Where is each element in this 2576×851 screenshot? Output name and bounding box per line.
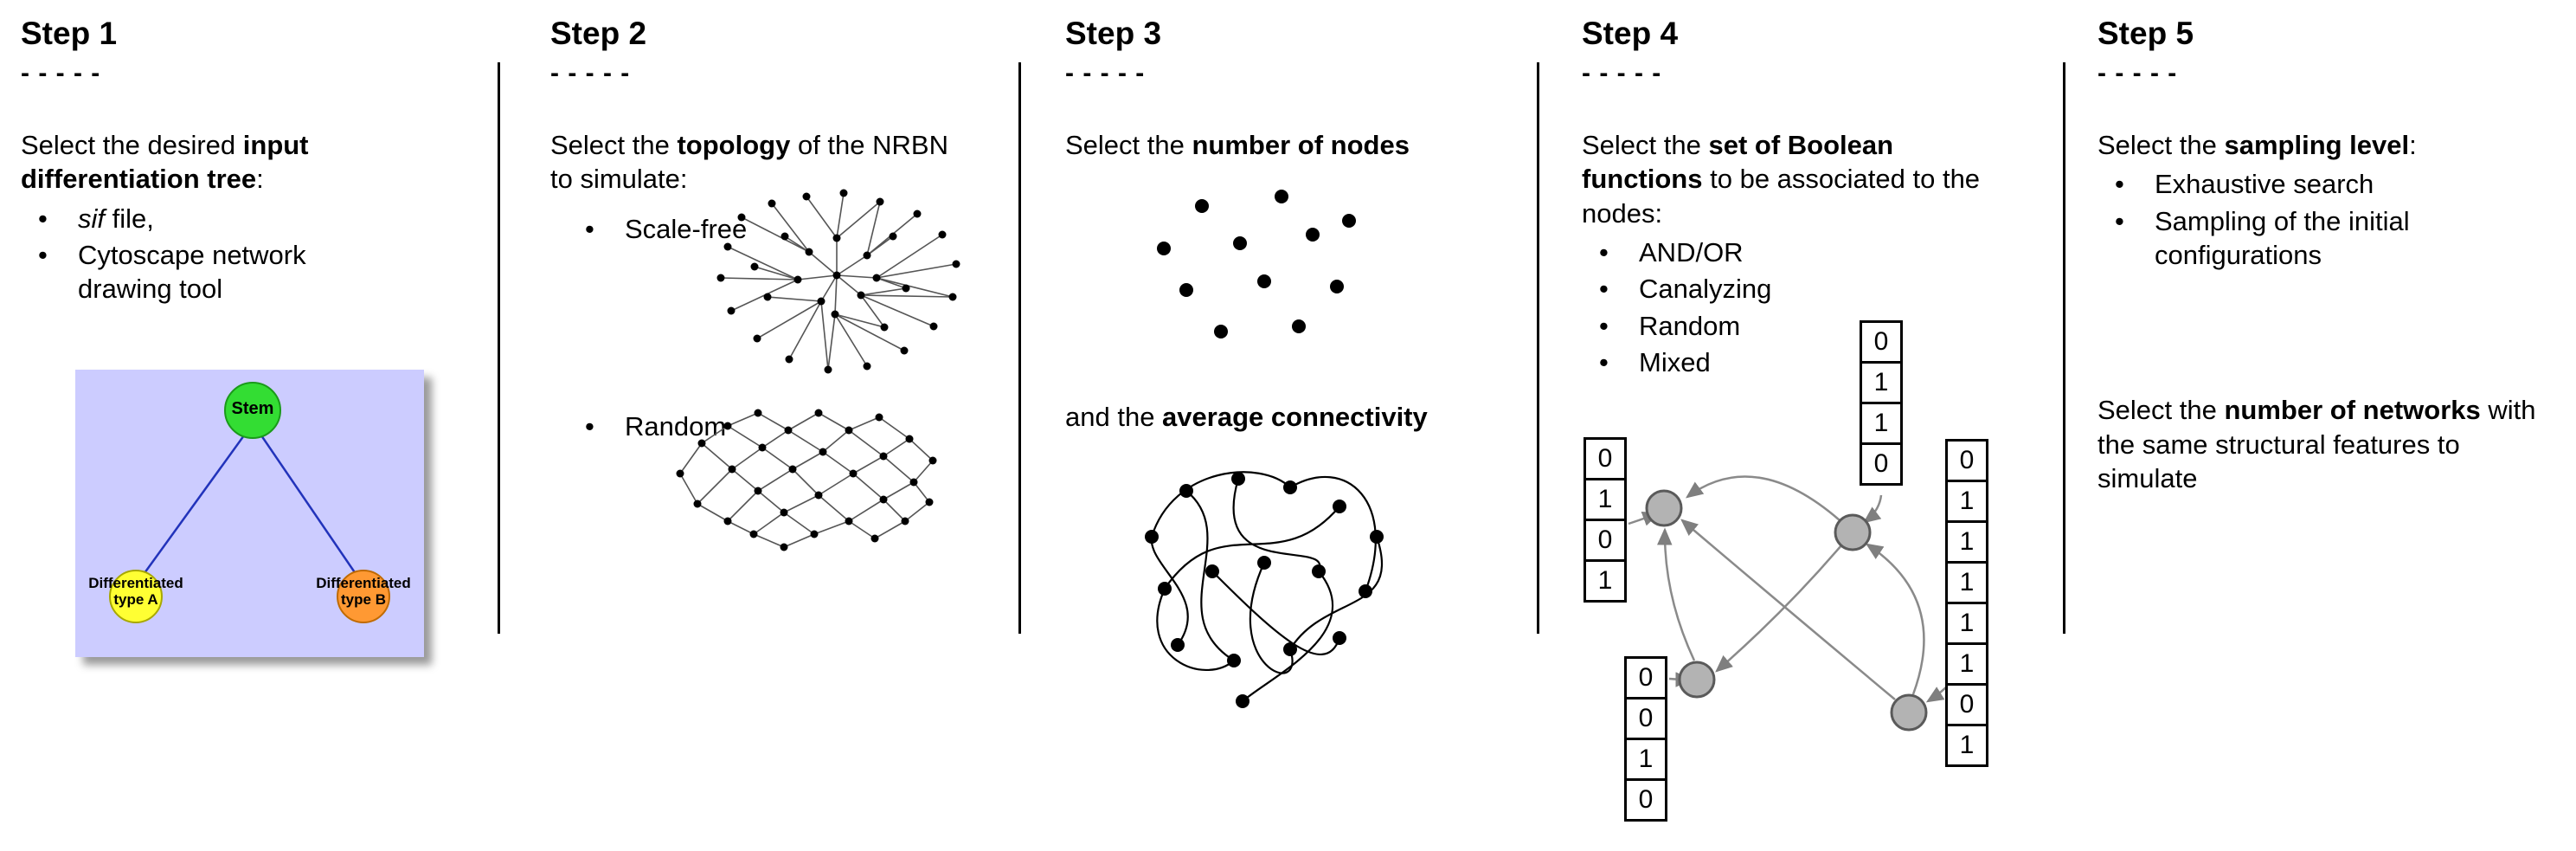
step-2-intro: Select the topology of the NRBN to simul… — [550, 130, 948, 195]
boolean-cell: 1 — [1945, 561, 1988, 604]
step-1-bullet-list: sif file, Cytoscape network drawing tool — [21, 202, 479, 306]
differentiation-tree-graphic — [109, 382, 390, 623]
network-node — [1678, 661, 1716, 699]
type-a-node — [109, 570, 163, 623]
step-4-dashes: - - - - - — [1582, 59, 1662, 87]
step-3-column: Step 3 - - - - - Select the number of no… — [1065, 0, 1515, 851]
list-item-sif-file: sif file, — [21, 202, 479, 235]
step-5-bullet-list: Exhaustive search Sampling of the initia… — [2097, 167, 2569, 272]
column-divider — [1018, 62, 1021, 634]
stem-node — [224, 382, 281, 439]
step-2-title: Step 2 — [550, 16, 647, 51]
step-4-bullet-list: AND/OR Canalyzing Random Mixed — [1582, 235, 2053, 379]
boolean-cell: 1 — [1584, 559, 1627, 603]
network-node — [1834, 513, 1872, 551]
random-network-graph — [676, 409, 937, 551]
step-5-column: Step 5 - - - - - Select the sampling lev… — [2097, 0, 2569, 851]
step-2-dashes: - - - - - — [550, 59, 631, 87]
stem-node-label: Stem — [231, 399, 274, 418]
differentiation-tree-panel: Stem Differentiated type A Differentiate… — [75, 370, 424, 657]
type-b-node-label: Differentiated type B — [316, 575, 411, 609]
step-4-column: Step 4 - - - - - Select the set of Boole… — [1582, 0, 2053, 851]
boolean-cell: 0 — [1624, 778, 1667, 822]
step-2-column: Step 2 - - - - - Select the topology of … — [550, 0, 996, 851]
tree-edge — [260, 435, 363, 583]
boolean-cell: 1 — [1945, 602, 1988, 645]
list-item-scale-free: Scale-free — [568, 212, 747, 246]
boolean-cell: 1 — [1945, 724, 1988, 767]
boolean-cell: 0 — [1860, 320, 1903, 364]
step-3-title: Step 3 — [1065, 16, 1162, 51]
boolean-cell: 0 — [1624, 697, 1667, 740]
network-arrow — [1715, 545, 1842, 673]
list-item-random: Random — [568, 409, 726, 443]
step-5-dashes: - - - - - — [2097, 59, 2178, 87]
scattered-nodes-graph — [1157, 190, 1356, 338]
column-divider — [1537, 62, 1539, 634]
type-a-node-label: Differentiated type A — [88, 575, 183, 609]
boolean-cell: 0 — [1584, 437, 1627, 480]
step-1-intro: Select the desired input differentiation… — [21, 130, 309, 195]
boolean-cell: 1 — [1945, 480, 1988, 523]
boolean-cell: 0 — [1860, 442, 1903, 486]
boolean-cell: 1 — [1624, 738, 1667, 781]
column-divider — [2063, 62, 2065, 634]
network-node — [1645, 489, 1683, 527]
column-divider — [498, 62, 500, 634]
step-3-connectivity-text: and the average connectivity — [1065, 402, 1428, 432]
network-arrow — [1657, 527, 1696, 661]
step-4-title: Step 4 — [1582, 16, 1679, 51]
boolean-cell: 1 — [1584, 478, 1627, 521]
network-arrow — [1863, 494, 1883, 524]
step-5-intro: Select the sampling level: — [2097, 130, 2417, 160]
list-item-sampling: Sampling of the initial configurations — [2097, 204, 2569, 273]
step-3-intro: Select the number of nodes — [1065, 130, 1410, 160]
boolean-cell: 0 — [1624, 656, 1667, 699]
list-item-mixed: Mixed — [1582, 345, 2053, 379]
step-1-column: Step 1 - - - - - Select the desired inpu… — [21, 0, 479, 851]
step-1-title: Step 1 — [21, 16, 118, 51]
scale-free-network-graph — [716, 189, 960, 374]
list-item-canalyzing: Canalyzing — [1582, 272, 2053, 306]
network-arrow — [1680, 519, 1896, 700]
boolean-cell: 0 — [1945, 439, 1988, 482]
list-item-and-or: AND/OR — [1582, 235, 2053, 269]
boolean-cell: 0 — [1945, 683, 1988, 726]
step-3-dashes: - - - - - — [1065, 59, 1146, 87]
network-node — [1890, 693, 1928, 732]
list-item-cytoscape: Cytoscape network drawing tool — [21, 238, 479, 306]
step-1-dashes: - - - - - — [21, 59, 101, 87]
network-arrow — [1865, 543, 1925, 695]
boolean-cell: 1 — [1945, 520, 1988, 564]
list-item-random-fn: Random — [1582, 309, 2053, 343]
boolean-cell: 1 — [1860, 402, 1903, 445]
boolean-cell: 1 — [1860, 361, 1903, 404]
type-b-node — [337, 570, 390, 623]
network-arrow — [1685, 475, 1840, 521]
tree-edge — [136, 435, 246, 583]
boolean-cell: 0 — [1584, 519, 1627, 562]
boolean-cell: 1 — [1945, 642, 1988, 686]
step-5-networks-text: Select the number of networks with the s… — [2097, 395, 2536, 494]
list-item-exhaustive: Exhaustive search — [2097, 167, 2569, 201]
connected-curves-graph — [1145, 471, 1384, 708]
step-4-intro: Select the set of Boolean functions to b… — [1582, 130, 1981, 229]
step-5-title: Step 5 — [2097, 16, 2194, 51]
